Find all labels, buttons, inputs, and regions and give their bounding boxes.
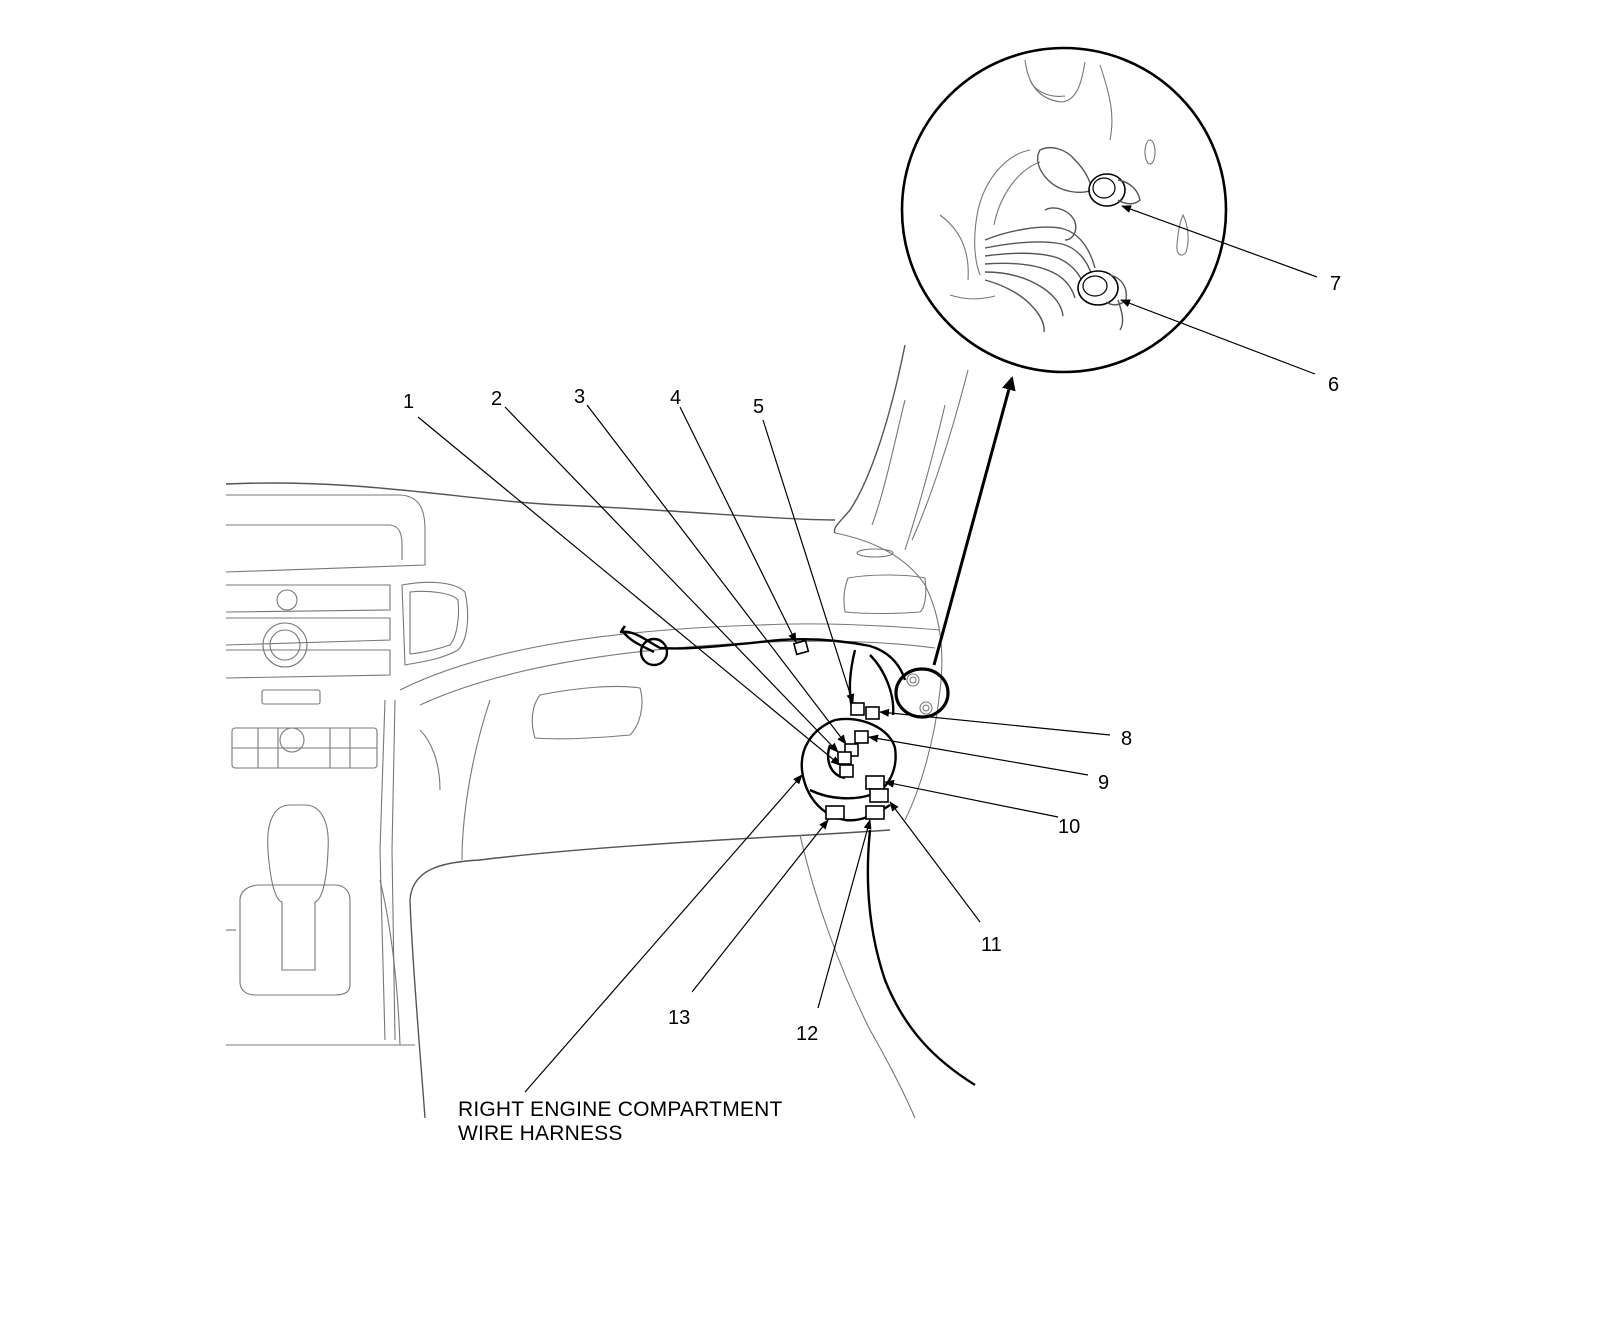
callout-2: 2 — [491, 388, 502, 410]
callout-13: 13 — [668, 1007, 690, 1029]
callout-4: 4 — [670, 387, 681, 409]
connector-12 — [865, 805, 885, 820]
connector-1 — [839, 764, 854, 778]
harness-label-line-1: RIGHT ENGINE COMPARTMENT — [458, 1098, 783, 1121]
connector-13 — [825, 805, 845, 820]
callout-5: 5 — [753, 396, 764, 418]
connector-10 — [865, 775, 885, 790]
connector-5 — [850, 702, 865, 716]
connectors — [792, 639, 889, 820]
callout-1: 1 — [403, 391, 414, 413]
callout-6: 6 — [1328, 374, 1339, 396]
callout-3: 3 — [574, 386, 585, 408]
callout-7: 7 — [1330, 273, 1341, 295]
connector-2 — [837, 751, 852, 765]
callout-10: 10 — [1058, 816, 1080, 838]
connector-4 — [792, 639, 810, 656]
harness-label: RIGHT ENGINE COMPARTMENT WIRE HARNESS — [458, 1098, 783, 1145]
connector-9 — [854, 730, 869, 744]
callout-8: 8 — [1121, 728, 1132, 750]
callout-11: 11 — [981, 934, 1002, 956]
connector-8 — [865, 706, 880, 720]
callout-labels: 1 2 3 4 5 6 7 8 9 10 11 12 13 — [403, 273, 1341, 1045]
center-console — [225, 494, 469, 1046]
detail-pointer-arrow — [932, 376, 1016, 666]
callout-9: 9 — [1098, 772, 1109, 794]
callout-12: 12 — [796, 1023, 818, 1045]
leader-lines — [417, 205, 1318, 1093]
harness-label-line-2: WIRE HARNESS — [458, 1122, 623, 1145]
detail-view-circle — [900, 46, 1228, 374]
connector-11 — [869, 788, 889, 803]
